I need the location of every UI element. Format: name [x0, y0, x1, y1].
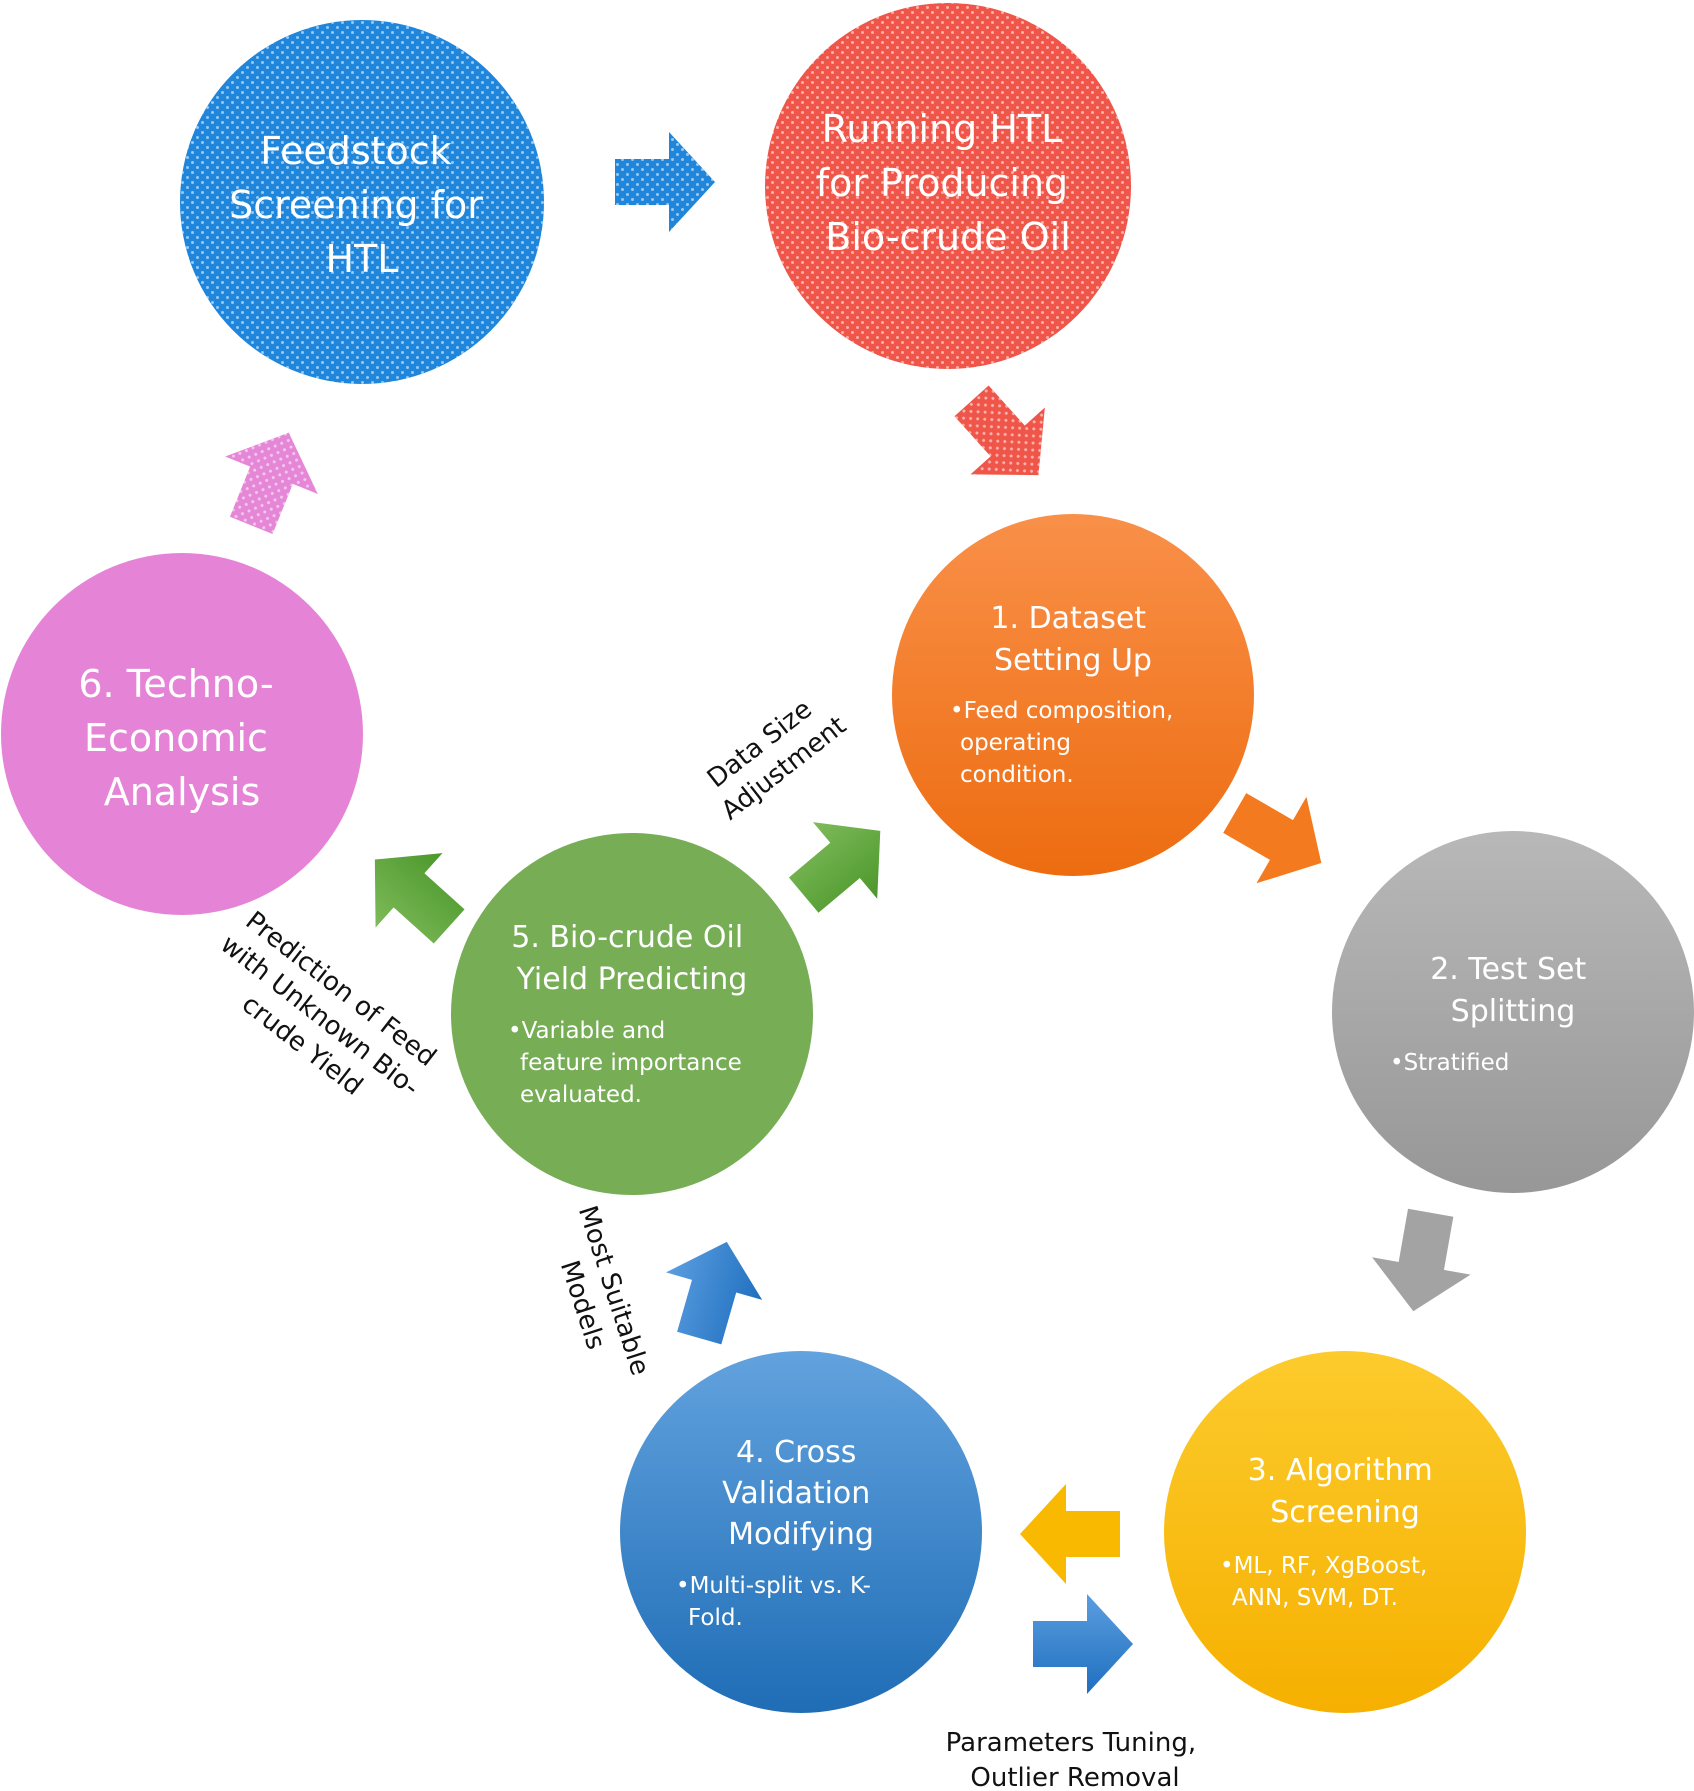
- algorithm-bullet-line-1: •ML, RF, XgBoost,: [1220, 1553, 1427, 1579]
- crossval-title-line-3: Modifying: [728, 1517, 874, 1552]
- techno-title-line-3: Analysis: [104, 770, 261, 814]
- svg-text:5. Bio-crude Oil Yield P: 5. Bio-crude Oil Yield Predicting: [511, 920, 753, 997]
- arrow-crossval-to-yield: [651, 1228, 775, 1352]
- node-yield-predicting: 5. Bio-crude Oil Yield Predicting •Varia…: [451, 833, 813, 1195]
- techno-title-line-2: Economic: [84, 716, 268, 760]
- label-most-suitable-models: Most Suitable Models: [539, 1202, 657, 1397]
- arrow-running-to-dataset: [934, 367, 1076, 509]
- algorithm-title-line-2: Screening: [1270, 1495, 1420, 1530]
- node-test-set-splitting: 2. Test Set Splitting •Stratified: [1332, 831, 1694, 1193]
- svg-text:Most Suitable Models: Most Suitable Models: [539, 1202, 657, 1397]
- svg-text:6. Techno- Economic: 6. Techno- Economic Analysis: [78, 662, 285, 814]
- yield-title-line-2: Yield Predicting: [516, 962, 748, 997]
- running-title-line-2: for Producing: [816, 161, 1068, 205]
- testset-title-line-2: Splitting: [1451, 994, 1576, 1029]
- node-techno-economic: 6. Techno- Economic Analysis: [1, 553, 363, 915]
- node-algorithm-screening: 3. Algorithm Screening •ML, RF, XgBoost,…: [1164, 1351, 1526, 1713]
- svg-text:1. Dataset Setting Up: 1. Dataset Setting Up: [990, 601, 1155, 678]
- crossval-bullet-line-1: •Multi-split vs. K-: [676, 1573, 871, 1599]
- crossval-title-line-2: Validation: [722, 1476, 870, 1511]
- yield-bullet-line-3: evaluated.: [520, 1082, 642, 1108]
- label-parameters-tuning: Parameters Tuning, Outlier Removal: [946, 1728, 1205, 1791]
- arrow-yield-to-techno: [341, 822, 483, 964]
- node-feedstock-screening: Feedstock Screening for HTL: [180, 20, 544, 384]
- testset-bullet-line-1: •Stratified: [1390, 1050, 1509, 1076]
- dataset-title-line-1: 1. Dataset: [990, 601, 1146, 636]
- svg-text:Data Size Adjustment: Data Size Adjustment: [695, 684, 852, 826]
- svg-text:•Multi-split vs. K- Fold: •Multi-split vs. K- Fold.: [676, 1573, 878, 1631]
- crossval-title-line-1: 4. Cross: [736, 1435, 856, 1470]
- params-line-2: Outlier Removal: [970, 1763, 1179, 1791]
- dataset-bullet-line-1: •Feed composition,: [950, 698, 1173, 724]
- dataset-bullet-line-2: operating: [960, 730, 1071, 756]
- arrow-testset-to-algorithm: [1364, 1204, 1480, 1320]
- arrow-feedstock-to-running: [615, 132, 715, 232]
- params-line-1: Parameters Tuning,: [946, 1728, 1196, 1758]
- svg-text:2. Test Set Splitting: 2. Test Set Splitting: [1430, 952, 1596, 1029]
- svg-text:Running HTL for Producin: Running HTL for Producing Bio-crude Oil: [816, 107, 1081, 259]
- feedstock-title-line-3: HTL: [326, 237, 399, 281]
- yield-bullet-line-2: feature importance: [520, 1050, 742, 1076]
- arrow-crossval-to-algorithm: [1033, 1594, 1133, 1694]
- svg-text:•Stratified: •Stratified: [1390, 1050, 1509, 1076]
- algorithm-bullet-line-2: ANN, SVM, DT.: [1232, 1585, 1398, 1611]
- crossval-bullet-line-2: Fold.: [688, 1605, 743, 1631]
- svg-text:•Feed composition, opera: •Feed composition, operating condition.: [950, 698, 1181, 788]
- label-prediction-of-feed: Prediction of Feed with Unknown Bio- cru…: [194, 903, 453, 1135]
- label-data-size-adjustment: Data Size Adjustment: [695, 684, 852, 826]
- arrow-techno-to-feedstock: [204, 413, 336, 545]
- testset-title-line-1: 2. Test Set: [1430, 952, 1586, 987]
- feedstock-title-line-2: Screening for: [229, 183, 483, 227]
- yield-bullet-line-1: •Variable and: [508, 1018, 665, 1044]
- dataset-bullet-line-3: condition.: [960, 762, 1074, 788]
- techno-title-line-1: 6. Techno-: [78, 662, 273, 706]
- running-title-line-3: Bio-crude Oil: [825, 215, 1071, 259]
- node-dataset-setting-up: 1. Dataset Setting Up •Feed composition,…: [892, 514, 1254, 876]
- dataset-title-line-2: Setting Up: [994, 643, 1152, 678]
- svg-text:Feedstock Screening for: Feedstock Screening for HTL: [229, 129, 495, 281]
- svg-text:Parameters Tuning, Outli: Parameters Tuning, Outlier Removal: [946, 1728, 1205, 1791]
- svg-text:3. Algorithm Screening: 3. Algorithm Screening: [1248, 1453, 1443, 1530]
- arrow-dataset-to-testset: [1209, 769, 1347, 907]
- node-cross-validation: 4. Cross Validation Modifying •Multi-spl…: [620, 1351, 982, 1713]
- yield-title-line-1: 5. Bio-crude Oil: [511, 920, 743, 955]
- svg-text:•ML, RF, XgBoost, ANN, S: •ML, RF, XgBoost, ANN, SVM, DT.: [1220, 1553, 1435, 1611]
- algorithm-title-line-1: 3. Algorithm: [1248, 1453, 1433, 1488]
- svg-text:Prediction of Feed with: Prediction of Feed with Unknown Bio- cru…: [194, 903, 453, 1135]
- arrow-yield-to-dataset: [771, 792, 913, 934]
- svg-text:4. Cross Validation: 4. Cross Validation Modifying: [722, 1435, 880, 1552]
- node-running-htl: Running HTL for Producing Bio-crude Oil: [765, 3, 1131, 369]
- svg-text:•Variable and feature im: •Variable and feature importance evaluat…: [508, 1018, 749, 1108]
- running-title-line-1: Running HTL: [822, 107, 1063, 151]
- arrow-algorithm-to-crossval: [1020, 1484, 1120, 1584]
- feedstock-title-line-1: Feedstock: [260, 129, 452, 173]
